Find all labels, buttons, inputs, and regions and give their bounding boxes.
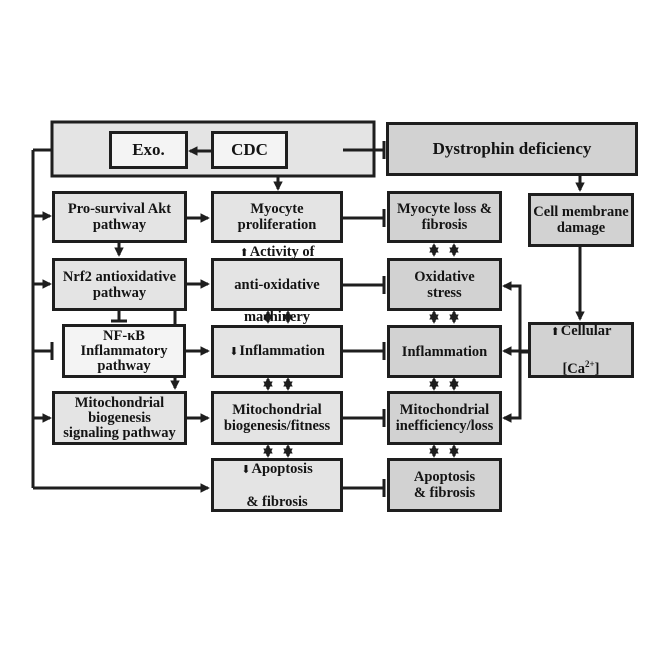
- right-bidirectional-links: [429, 243, 459, 458]
- nfkb-label: NF-κB Inflammatory pathway: [80, 327, 168, 374]
- mito-fitness-node: Mitochondrial biogenesis/fitness: [211, 391, 343, 445]
- apoptosis-label: Apoptosis & fibrosis: [413, 469, 476, 501]
- mito-loss-node: Mitochondrial inefficiency/loss: [387, 391, 502, 445]
- antioxidative-activity-node: Activity of anti-oxidative machinery: [211, 244, 343, 325]
- calcium-superscript: 2+: [585, 359, 595, 370]
- oxidative-stress-label: Oxidative stress: [414, 268, 475, 301]
- mito-signaling-node: Mitochondrial biogenesis signaling pathw…: [52, 391, 187, 445]
- cellular-calcium-node: Cellular [Ca2+]: [528, 322, 634, 378]
- calcium-line1: Cellular: [560, 323, 612, 340]
- apoptosis-decrease-line1: Apoptosis: [251, 460, 313, 477]
- antiox-line2: anti-oxidative: [234, 277, 320, 293]
- nfkb-node: NF-κB Inflammatory pathway: [62, 324, 186, 378]
- myocyte-loss-label: Myocyte loss & fibrosis: [396, 201, 493, 233]
- exo-node: Exo.: [109, 131, 188, 169]
- cdc-node: CDC: [211, 131, 288, 169]
- middle-bidirectional-links: [263, 310, 293, 458]
- mito-fitness-label: Mitochondrial biogenesis/fitness: [223, 402, 331, 434]
- arrow-calcium-oxstress: [502, 281, 528, 354]
- antiox-line1: Activity of: [249, 244, 315, 260]
- inflammation-decrease-label: Inflammation: [239, 343, 325, 359]
- inflammation-decrease-node: Inflammation: [211, 325, 343, 378]
- nrf2-label: Nrf2 antioxidative pathway: [62, 268, 177, 301]
- inflammation-node: Inflammation: [387, 325, 502, 378]
- mito-signaling-label: Mitochondrial biogenesis signaling pathw…: [63, 394, 176, 441]
- dystrophin-node: Dystrophin deficiency: [386, 122, 638, 176]
- mito-loss-label: Mitochondrial inefficiency/loss: [395, 402, 494, 434]
- myocyte-proliferation-label: Myocyte proliferation: [237, 201, 317, 233]
- apoptosis-node: Apoptosis & fibrosis: [387, 458, 502, 512]
- antiox-line3: machinery: [243, 309, 311, 325]
- inflammation-label: Inflammation: [401, 343, 488, 360]
- decrease-arrow-icon: Inflammation: [229, 343, 325, 360]
- akt-label: Pro-survival Akt pathway: [67, 201, 172, 233]
- myocyte-proliferation-node: Myocyte proliferation: [211, 191, 343, 243]
- oxidative-stress-node: Oxidative stress: [387, 258, 502, 311]
- myocyte-loss-node: Myocyte loss & fibrosis: [387, 191, 502, 243]
- calcium-bracket: ]: [594, 360, 600, 377]
- calcium-increase-arrow-icon: Cellular: [551, 323, 612, 340]
- apoptosis-decrease-arrow-icon: Apoptosis: [241, 461, 312, 478]
- arrow-calcium-mitoloss: [502, 352, 522, 423]
- apoptosis-decrease-line2: & fibrosis: [246, 493, 308, 510]
- cdc-label: CDC: [231, 140, 268, 159]
- calcium-line2: [Ca: [562, 360, 586, 377]
- membrane-damage-node: Cell membrane damage: [528, 193, 634, 247]
- exo-label: Exo.: [132, 140, 165, 159]
- akt-node: Pro-survival Akt pathway: [52, 191, 187, 243]
- increase-arrow-icon: Activity of: [234, 244, 319, 261]
- dystrophin-label: Dystrophin deficiency: [432, 139, 592, 158]
- nrf2-node: Nrf2 antioxidative pathway: [52, 258, 187, 311]
- membrane-damage-label: Cell membrane damage: [533, 204, 629, 236]
- apoptosis-decrease-node: Apoptosis & fibrosis: [211, 458, 343, 512]
